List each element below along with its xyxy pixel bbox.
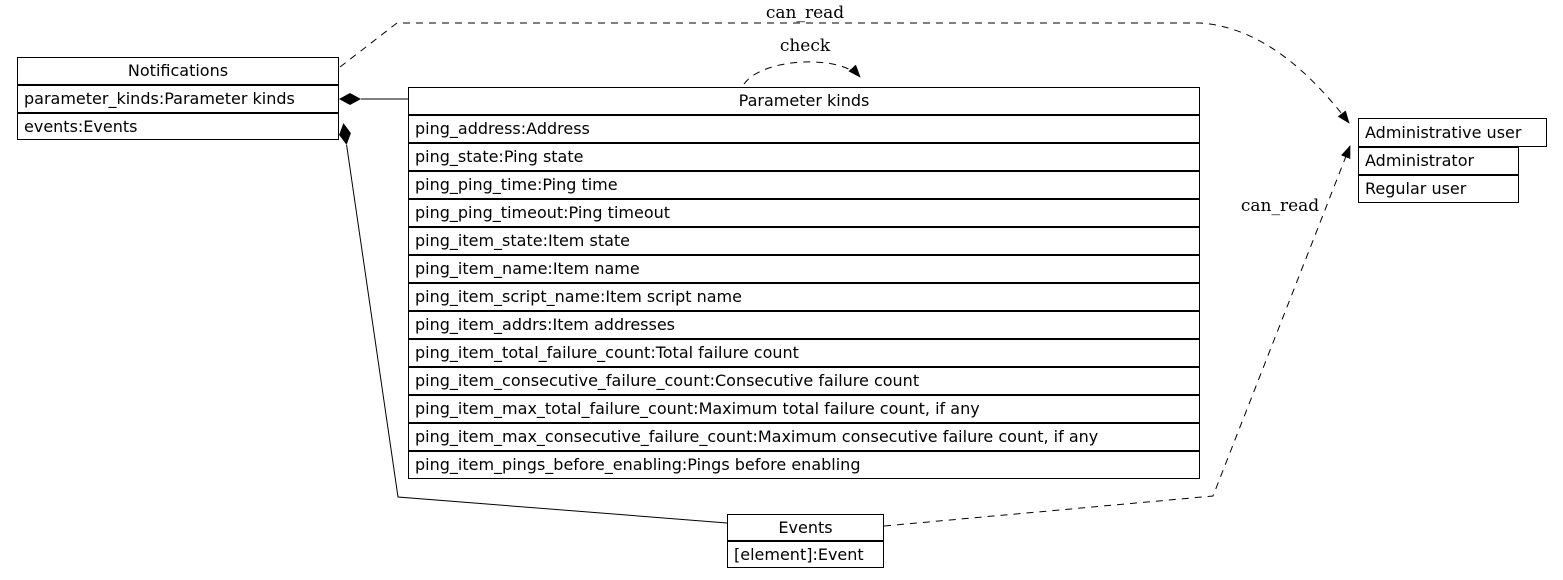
field-ping-item-addrs: ping_item_addrs:Item addresses: [408, 311, 1200, 339]
edge-check-self-loop: [743, 61, 861, 85]
edge-label-can-read-top: can_read: [765, 3, 845, 23]
node-notifications: Notifications parameter_kinds:Parameter …: [17, 57, 339, 140]
field-element-event: [element]:Event: [727, 541, 884, 568]
field-ping-state: ping_state:Ping state: [408, 143, 1200, 171]
field-ping-item-max-consecutive-failure-count: ping_item_max_consecutive_failure_count:…: [408, 423, 1200, 451]
composition-diamond-events: [339, 123, 351, 145]
composition-diamond-parameter-kinds: [339, 93, 361, 105]
field-ping-item-pings-before-enabling: ping_item_pings_before_enabling:Pings be…: [408, 451, 1200, 479]
field-ping-item-state: ping_item_state:Item state: [408, 227, 1200, 255]
field-regular-user: Regular user: [1358, 175, 1519, 203]
node-parameter-kinds-title: Parameter kinds: [408, 87, 1200, 115]
field-ping-address: ping_address:Address: [408, 115, 1200, 143]
node-notifications-field-events: events:Events: [17, 113, 339, 140]
field-ping-item-name: ping_item_name:Item name: [408, 255, 1200, 283]
field-ping-item-total-failure-count: ping_item_total_failure_count:Total fail…: [408, 339, 1200, 367]
field-ping-item-max-total-failure-count: ping_item_max_total_failure_count:Maximu…: [408, 395, 1200, 423]
node-administrative-user: Administrative user Administrator Regula…: [1358, 118, 1547, 203]
field-ping-item-consecutive-failure-count: ping_item_consecutive_failure_count:Cons…: [408, 367, 1200, 395]
node-events-title: Events: [727, 514, 884, 541]
edge-label-can-read-right: can_read: [1240, 196, 1320, 216]
node-administrative-user-title: Administrative user: [1358, 118, 1547, 147]
field-ping-ping-timeout: ping_ping_timeout:Ping timeout: [408, 199, 1200, 227]
field-ping-item-script-name: ping_item_script_name:Item script name: [408, 283, 1200, 311]
field-ping-ping-time: ping_ping_time:Ping time: [408, 171, 1200, 199]
node-events: Events [element]:Event: [727, 514, 884, 568]
edge-label-check: check: [779, 36, 831, 56]
field-administrator: Administrator: [1358, 147, 1519, 175]
node-notifications-title: Notifications: [17, 57, 339, 85]
node-notifications-field-parameter-kinds: parameter_kinds:Parameter kinds: [17, 85, 339, 113]
node-parameter-kinds: Parameter kinds ping_address:Address pin…: [408, 87, 1200, 479]
